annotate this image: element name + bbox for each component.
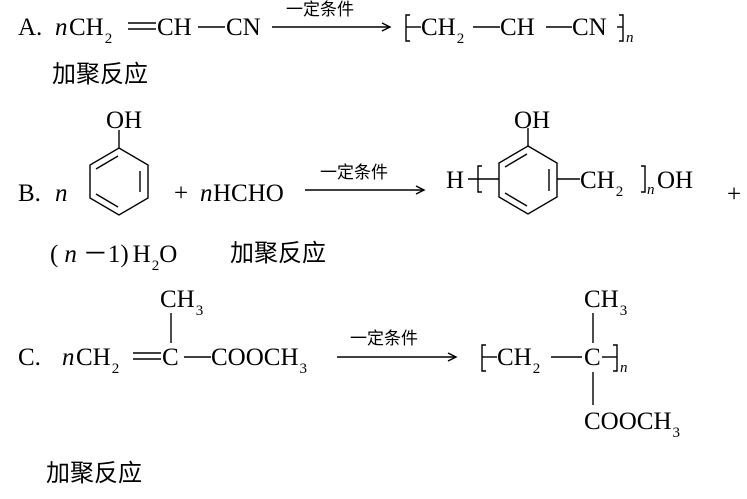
bracket-right-b bbox=[641, 165, 646, 193]
option-c-carbon: C bbox=[162, 344, 179, 371]
option-b-h-end: H bbox=[446, 167, 465, 194]
option-b-degree-n: n bbox=[647, 182, 655, 198]
option-a-degree-n: n bbox=[626, 30, 634, 46]
option-c-degree-n: n bbox=[620, 360, 628, 376]
option-b-plus-end: + bbox=[727, 181, 742, 208]
option-a-reaction-type: 加聚反应 bbox=[52, 60, 148, 88]
option-c-product-ester: COOCH3 bbox=[584, 408, 681, 441]
option-c-coefficient: n bbox=[62, 344, 75, 371]
benzene-ring-b-product bbox=[498, 145, 558, 215]
option-b-plus: + bbox=[174, 180, 189, 207]
bracket-left-c bbox=[481, 344, 486, 372]
option-b-hcho-coefficient: n bbox=[200, 180, 213, 207]
option-c-ch3: CH3 bbox=[160, 286, 204, 319]
option-a-product-ch: CH bbox=[500, 14, 535, 41]
bracket-left-a bbox=[405, 14, 410, 42]
option-c-product-ch3: CH3 bbox=[584, 286, 628, 319]
option-b-coefficient: n bbox=[55, 180, 68, 207]
option-a-product-cn: CN bbox=[572, 14, 607, 41]
option-b-reaction-type: 加聚反应 bbox=[230, 239, 326, 267]
option-a-coefficient: n bbox=[55, 14, 68, 41]
option-c-ester: COOCH3 bbox=[211, 344, 308, 377]
option-c-product-carbon: C bbox=[584, 344, 601, 371]
option-b-oh-end: OH bbox=[657, 167, 694, 194]
option-c-reaction-type: 加聚反应 bbox=[46, 459, 142, 487]
benzene-ring-b bbox=[89, 147, 149, 216]
option-b-hcho: HCHO bbox=[213, 180, 284, 207]
bracket-right-a bbox=[619, 14, 624, 42]
option-c-label: C. bbox=[18, 344, 41, 371]
option-b-label: B. bbox=[18, 180, 41, 207]
option-b-condition: 一定条件 bbox=[320, 163, 388, 183]
option-a-product-ch2: CH2 bbox=[421, 14, 465, 47]
option-b-oh: OH bbox=[106, 107, 143, 134]
option-c-condition: 一定条件 bbox=[350, 329, 418, 349]
option-c-product-ch2: CH2 bbox=[497, 344, 541, 377]
option-a-reactant-cn: CN bbox=[226, 14, 261, 41]
option-b-product-oh: OH bbox=[514, 107, 551, 134]
option-c-ch2: CH2 bbox=[76, 344, 120, 377]
option-a-label: A. bbox=[18, 14, 43, 41]
option-a-condition: 加聚反应一定条件 bbox=[286, 0, 354, 20]
bracket-right-c bbox=[613, 344, 618, 372]
option-b-product-ch2: CH2 bbox=[580, 167, 624, 200]
option-a-reactant-ch2: CH2 bbox=[69, 14, 113, 47]
option-b-water: (n－1)H2O bbox=[50, 241, 178, 274]
option-a-reactant-ch: CH bbox=[157, 14, 192, 41]
